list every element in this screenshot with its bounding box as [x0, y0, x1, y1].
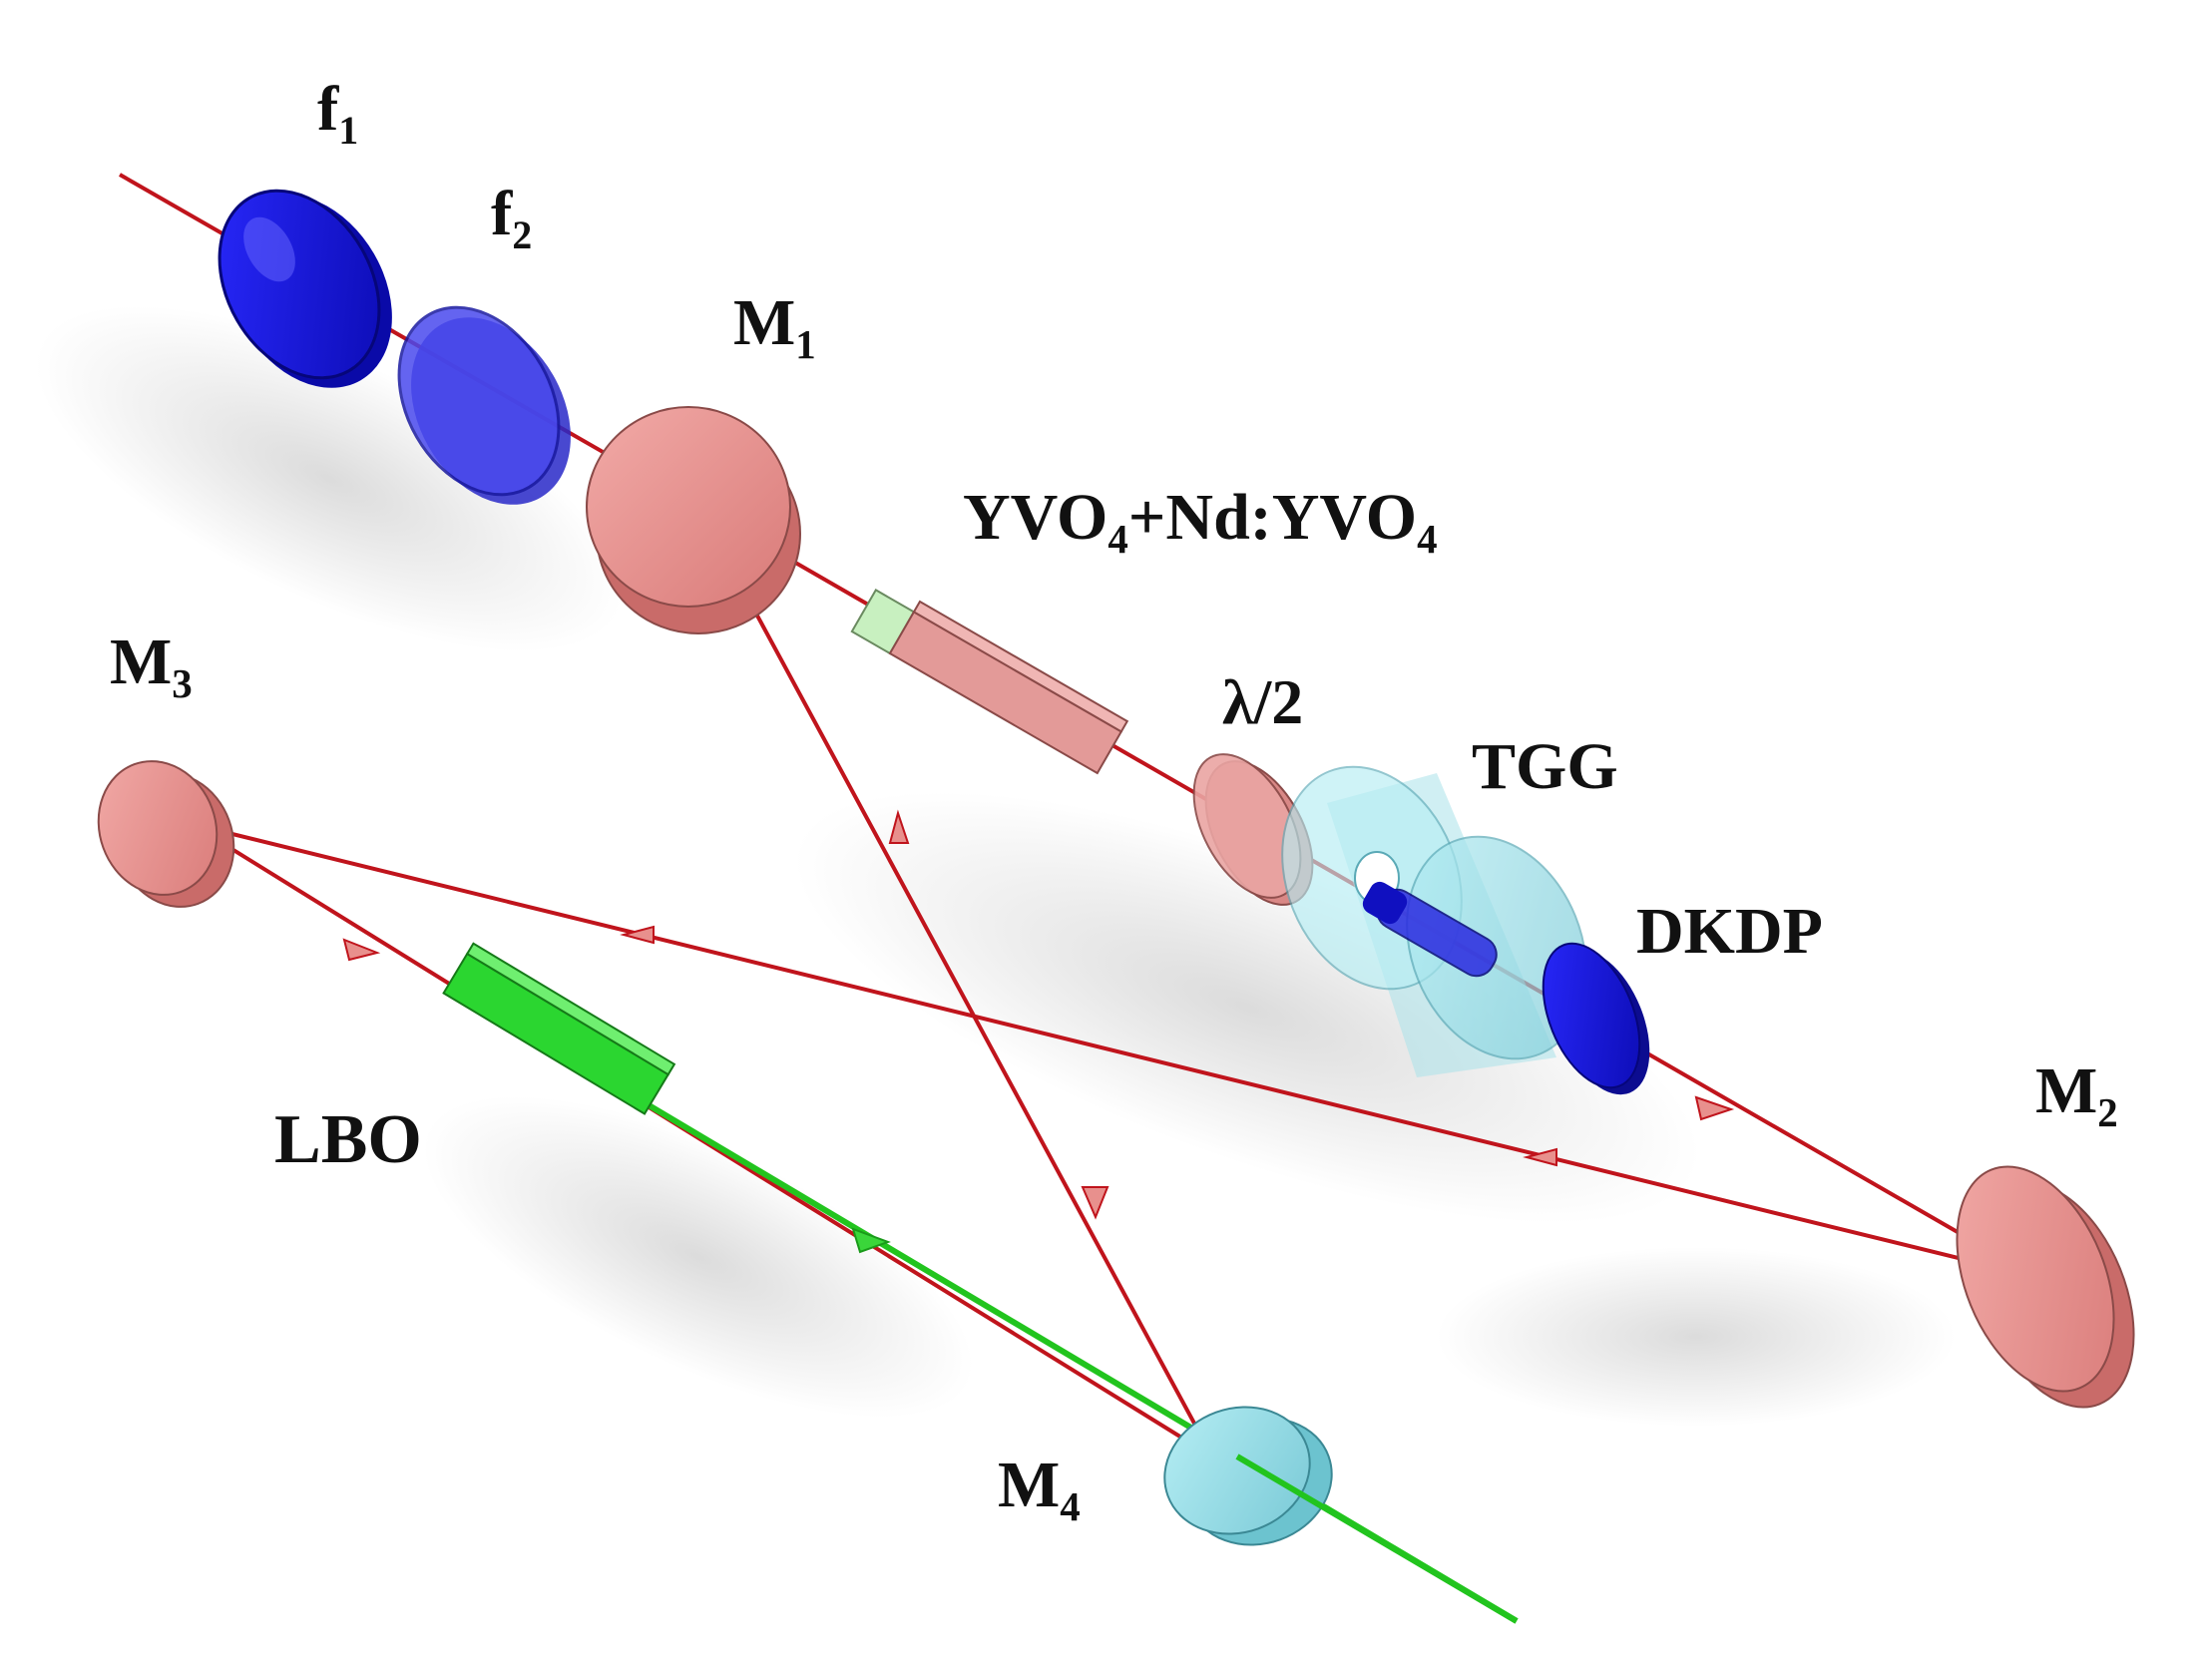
- cavity-beam-m4-m1: [696, 506, 1214, 1457]
- beam-arrows: [342, 809, 1735, 1254]
- mirror-m4: [1163, 1406, 1333, 1546]
- label-m2: M2: [2035, 1054, 2118, 1135]
- label-m3: M3: [110, 625, 193, 706]
- arrow-icon: [1694, 1095, 1735, 1121]
- label-lbo: LBO: [274, 1101, 422, 1178]
- arrow-icon: [888, 809, 910, 844]
- mirror-m1: [586, 406, 801, 634]
- label-tgg: TGG: [1472, 730, 1618, 803]
- arrow-icon: [1081, 1186, 1109, 1220]
- label-crystal: YVO4+Nd:YVO4: [963, 481, 1438, 562]
- label-m1: M1: [733, 286, 816, 367]
- label-m4: M4: [998, 1449, 1081, 1529]
- green-output-beam-exit: [1235, 1454, 1519, 1624]
- label-f1: f1: [317, 73, 358, 153]
- lens-f1: [218, 189, 392, 388]
- mirror-m3: [97, 760, 235, 908]
- lens-f2: [397, 305, 571, 505]
- ground-shadows: [35, 305, 1956, 1427]
- lbo-crystal: [442, 942, 676, 1115]
- arrow-icon: [342, 938, 381, 962]
- dkdp-crystal: [1542, 942, 1650, 1095]
- label-halfwave: λ/2: [1222, 666, 1303, 737]
- cavity-beam-m2-m3: [191, 822, 2036, 1279]
- label-f2: f2: [491, 178, 532, 257]
- laser-crystal: [850, 589, 1129, 775]
- tgg-rotator: [1281, 765, 1587, 1077]
- arrow-icon: [1523, 1147, 1557, 1167]
- arrow-icon: [851, 1227, 891, 1254]
- arrow-icon: [620, 925, 655, 945]
- mirror-m2: [1956, 1165, 2135, 1409]
- label-dkdp: DKDP: [1636, 895, 1823, 968]
